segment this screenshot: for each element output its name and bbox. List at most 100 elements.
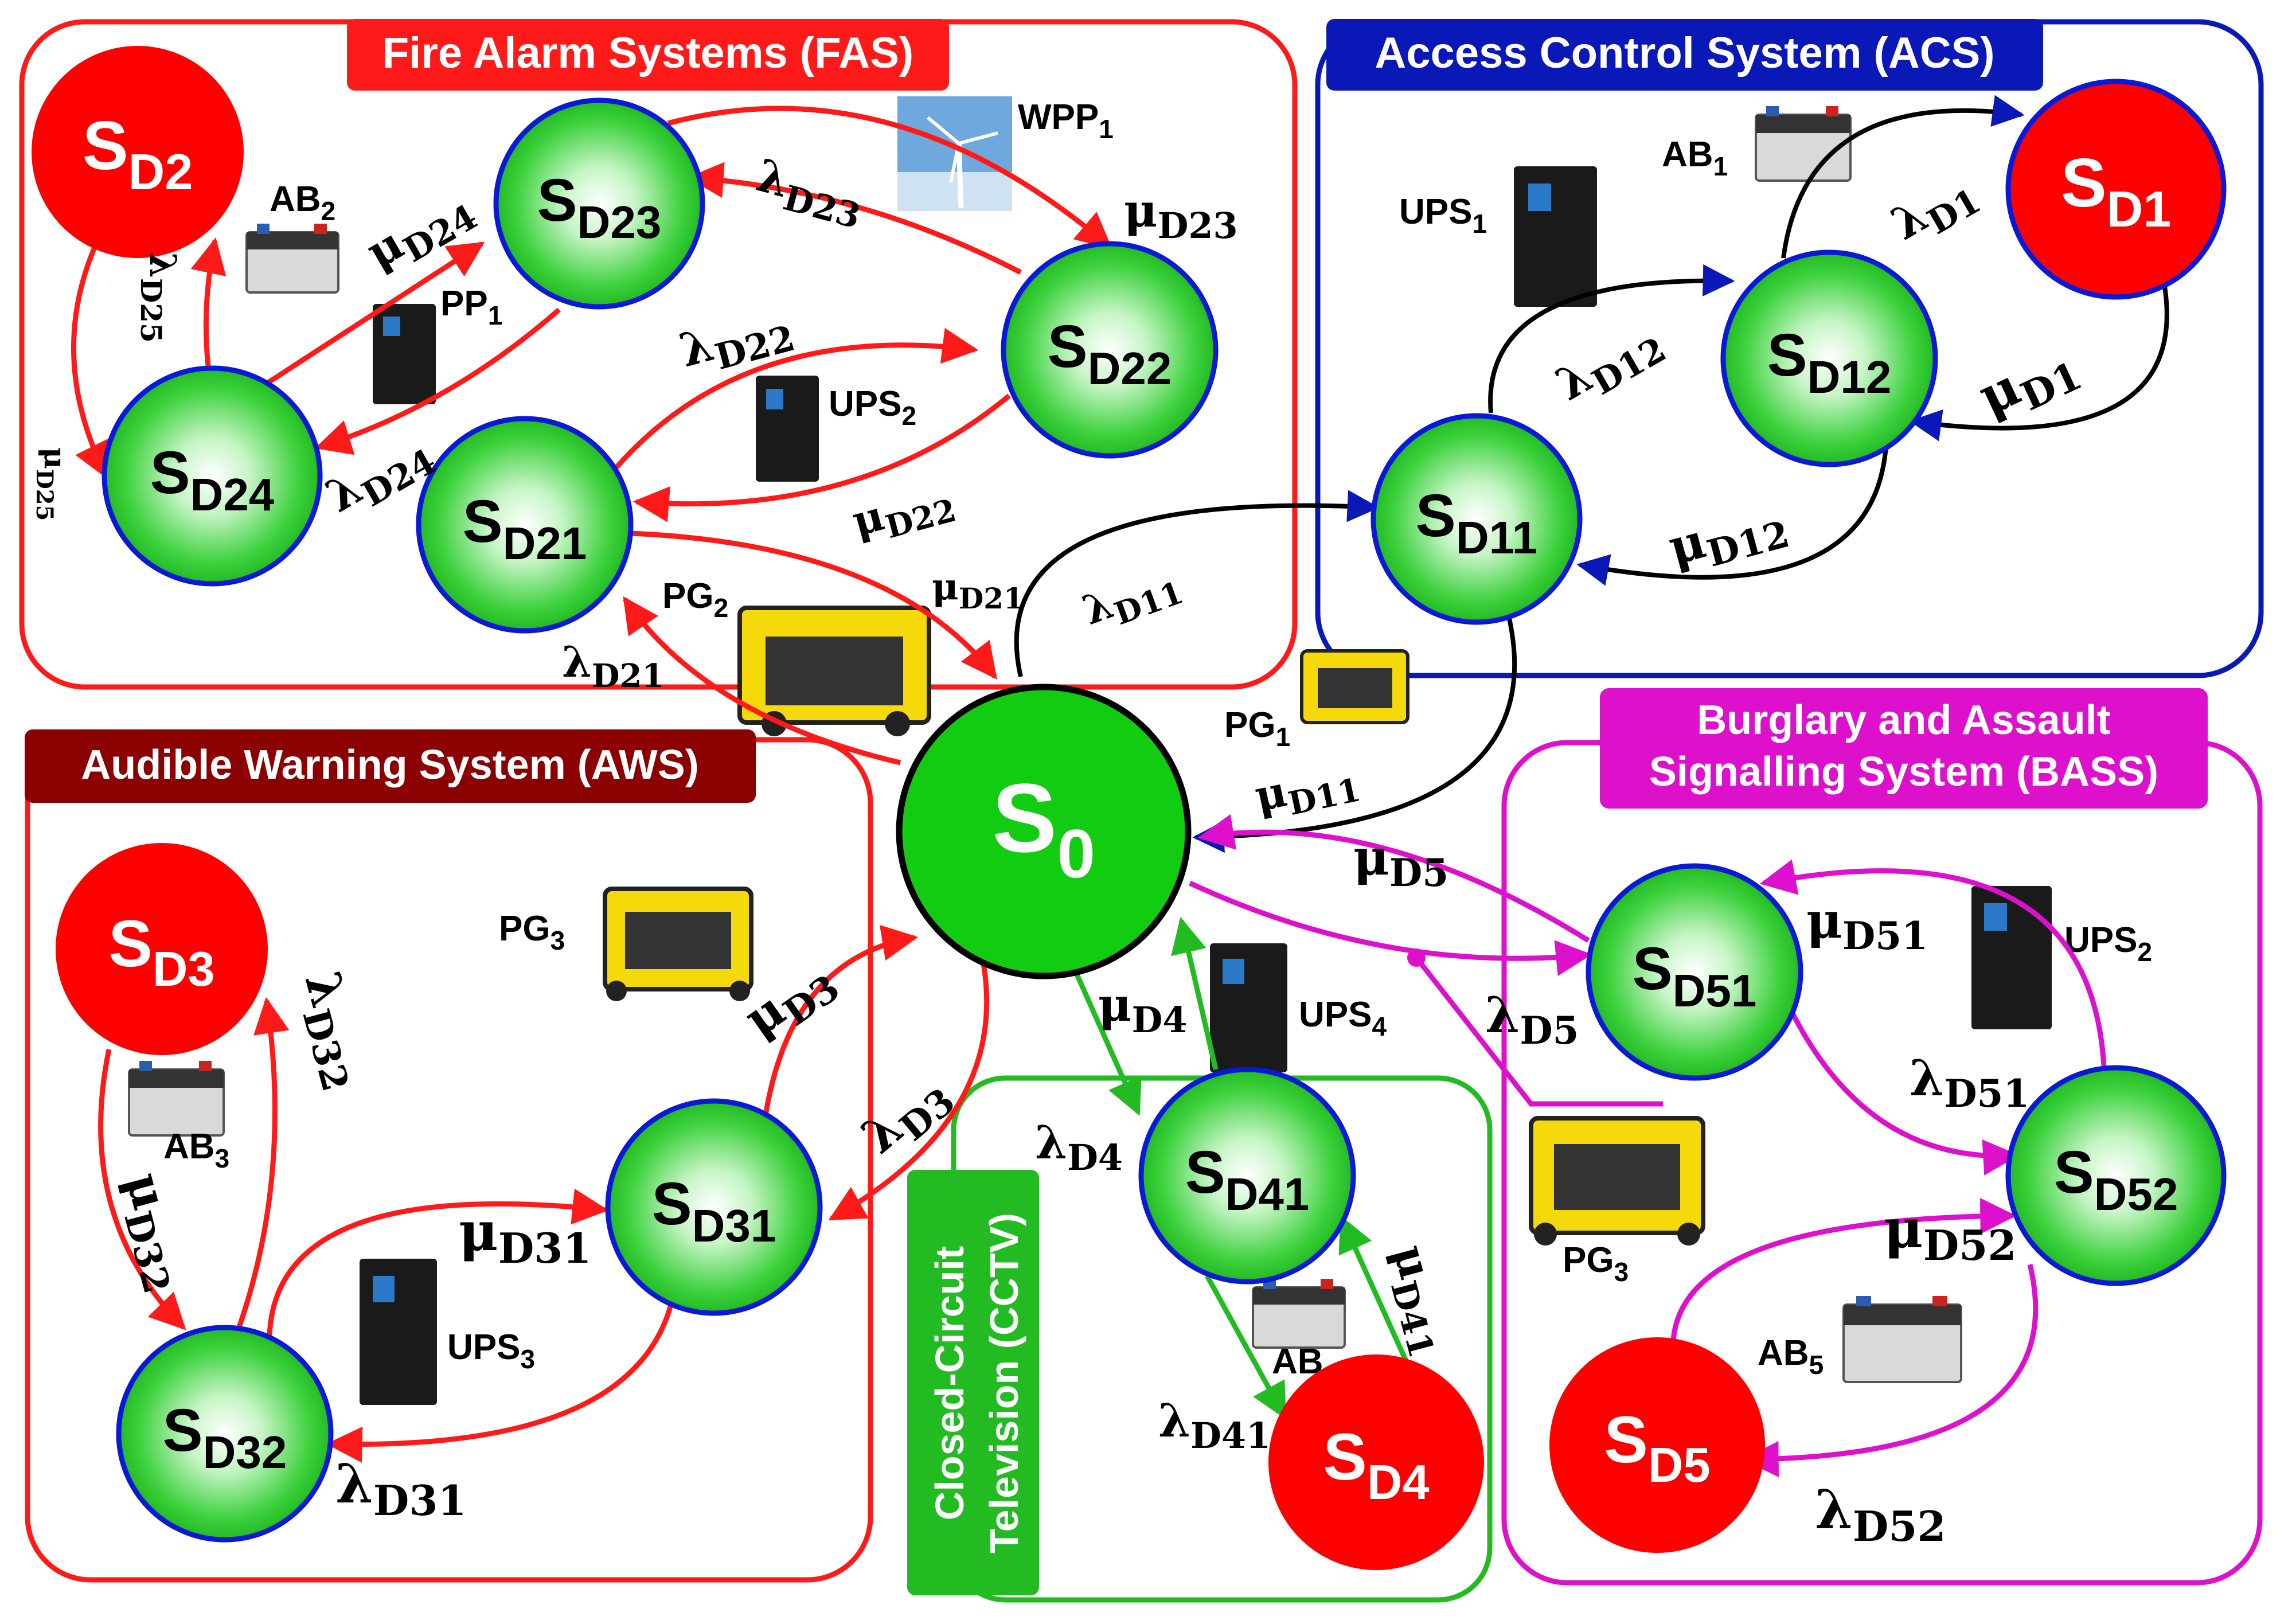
arrow-sd32-to-sd31 <box>267 1188 609 1337</box>
state-sd23: SD23 <box>493 97 705 310</box>
battery-icon-ab2 <box>245 224 339 294</box>
arrow-sd51-to-sd52 <box>1789 1010 2020 1176</box>
ups-icon-ups2-bass <box>1971 886 2052 1029</box>
arrow-s0-to-sd51 <box>1189 880 1592 976</box>
rate-mu-d52: μD52 <box>1884 1197 2016 1270</box>
svg-text:SD32: SD32 <box>163 1397 287 1478</box>
rate-lambda-d5: λD5 <box>1485 986 1579 1053</box>
svg-text:SD41: SD41 <box>1185 1139 1310 1220</box>
state-sd31: SD31 <box>605 1098 823 1316</box>
rate-lambda-d32: λD32 <box>285 966 379 1096</box>
generator-icon-pg3-bass <box>1529 1116 1705 1246</box>
arrow-s0-to-bass-pg <box>1414 956 1663 1107</box>
pg2-label: PG2 <box>662 576 728 623</box>
svg-text:SD22: SD22 <box>1048 313 1172 394</box>
arrow-sd32-to-sd3 <box>235 997 290 1332</box>
svg-text:SD31: SD31 <box>652 1170 776 1251</box>
state-sd2: SD2 <box>32 46 244 258</box>
svg-text:SD21: SD21 <box>463 488 587 569</box>
wpp1-label: WPP1 <box>1018 97 1114 144</box>
battery-icon-ab3 <box>128 1061 225 1137</box>
state-sd12: SD12 <box>1720 249 1938 467</box>
ups-icon-ups3 <box>360 1259 437 1405</box>
pg3-bass-label: PG3 <box>1563 1240 1629 1287</box>
rate-lambda-d23: λD23 <box>749 149 870 237</box>
rate-mu-d5: μD5 <box>1353 829 1448 895</box>
svg-text:SD4: SD4 <box>1323 1420 1429 1510</box>
rate-lambda-d25: λD25 <box>134 252 184 343</box>
svg-text:SD5: SD5 <box>1604 1403 1710 1493</box>
arrow-s0-to-sd11 <box>1014 490 1380 677</box>
ab3-label: AB3 <box>163 1127 229 1173</box>
ups4-label: UPS4 <box>1299 995 1387 1041</box>
ups-icon-ups1 <box>1514 166 1597 307</box>
generator-icon-pg3-aws <box>603 887 753 1001</box>
rate-mu-d21: μD21 <box>932 565 1024 615</box>
arrow-sd12-to-sd11 <box>1576 435 1889 586</box>
arrow-sd31-to-s0 <box>763 925 919 1116</box>
svg-text:SD24: SD24 <box>150 439 275 520</box>
state-sd32: SD32 <box>116 1325 334 1543</box>
rate-lambda-d52: λD52 <box>1815 1478 1946 1551</box>
arrow-sd1-to-sd12 <box>1909 286 2169 442</box>
arrow-s0-to-sd41 <box>1067 957 1142 1116</box>
arrow-sd12-to-sd1 <box>1781 95 2025 259</box>
arrow-sd23-to-sd24 <box>314 307 561 455</box>
generator-icon-pg2 <box>737 606 931 736</box>
rate-lambda-d1: λD1 <box>1883 162 1988 258</box>
arrow-sd5-to-sd52 <box>1670 1197 2017 1365</box>
svg-text:SD52: SD52 <box>2054 1139 2178 1220</box>
bass-title-line1: Burglary and Assault <box>1697 697 2111 743</box>
arrow-sd23-to-sd22 <box>667 106 1112 249</box>
arrow-sd24-to-sd23 <box>251 241 485 395</box>
state-s0: S0 <box>896 684 1192 979</box>
rate-mu-d22: μD22 <box>847 473 960 553</box>
ups2-bass-label: UPS2 <box>2064 920 2152 967</box>
rate-mu-d31: μD31 <box>459 1200 591 1272</box>
state-sd5: SD5 <box>1549 1337 1765 1553</box>
svg-text:SD12: SD12 <box>1767 322 1892 403</box>
ups2-fas-label: UPS2 <box>829 384 916 431</box>
arrow-sd51-to-s0 <box>1197 814 1590 943</box>
aws-title-tag: Audible Warning System (AWS) <box>25 729 756 803</box>
state-sd11: SD11 <box>1370 413 1583 625</box>
state-sd3: SD3 <box>56 843 268 1055</box>
ups3-label: UPS3 <box>447 1328 535 1374</box>
rate-lambda-d12: λD12 <box>1548 311 1673 419</box>
rate-mu-d24: μD24 <box>358 178 484 287</box>
arrow-sd2-to-sd24 <box>71 240 109 479</box>
arrow-sd41-to-sd4 <box>1205 1274 1287 1420</box>
rate-lambda-d22: λD22 <box>674 296 799 387</box>
rate-lambda-d51: λD51 <box>1910 1049 2029 1116</box>
fas-title-tag: Fire Alarm Systems (FAS) <box>347 19 949 91</box>
pp1-label: PP1 <box>440 284 502 330</box>
rate-lambda-d41: λD41 <box>1158 1393 1271 1457</box>
battery-icon-ab4 <box>1252 1279 1346 1349</box>
cctv-title-line2: Television (CCTV) <box>982 1213 1026 1553</box>
rate-mu-d51: μD51 <box>1806 892 1928 958</box>
ab1-label: AB1 <box>1662 135 1728 181</box>
state-sd22: SD22 <box>1001 241 1219 459</box>
arrow-s0-to-sd21 <box>623 596 901 766</box>
svg-text:SD3: SD3 <box>108 907 214 997</box>
svg-text:SD1: SD1 <box>2061 145 2172 237</box>
aws-title: Audible Warning System (AWS) <box>81 742 698 788</box>
state-sd51: SD51 <box>1586 863 1803 1081</box>
state-sd1: SD1 <box>2005 79 2227 300</box>
generator-icon-pg1 <box>1300 649 1409 724</box>
ups-icon-ups2-fas <box>756 376 819 482</box>
bass-junction-dot <box>1407 948 1426 967</box>
rate-mu-d4: μD4 <box>1098 978 1187 1041</box>
rate-lambda-d21: λD21 <box>562 638 664 695</box>
rate-mu-d23: μD23 <box>1124 184 1238 247</box>
arrow-s0-to-sd31 <box>828 963 990 1221</box>
bass-title-line2: Signalling System (BASS) <box>1649 749 2158 795</box>
ab5-label: AB5 <box>1758 1333 1824 1380</box>
pg3-aws-label: PG3 <box>499 909 565 955</box>
arrow-sd52-to-sd5 <box>1742 1263 2039 1477</box>
ups-icon-pp1 <box>373 304 436 404</box>
arrow-sd52-to-sd51 <box>1759 859 2107 1082</box>
fas-title: Fire Alarm Systems (FAS) <box>382 29 913 77</box>
bass-title-tag: Burglary and Assault Signalling System (… <box>1600 688 2208 809</box>
state-sd52: SD52 <box>2005 1065 2227 1286</box>
